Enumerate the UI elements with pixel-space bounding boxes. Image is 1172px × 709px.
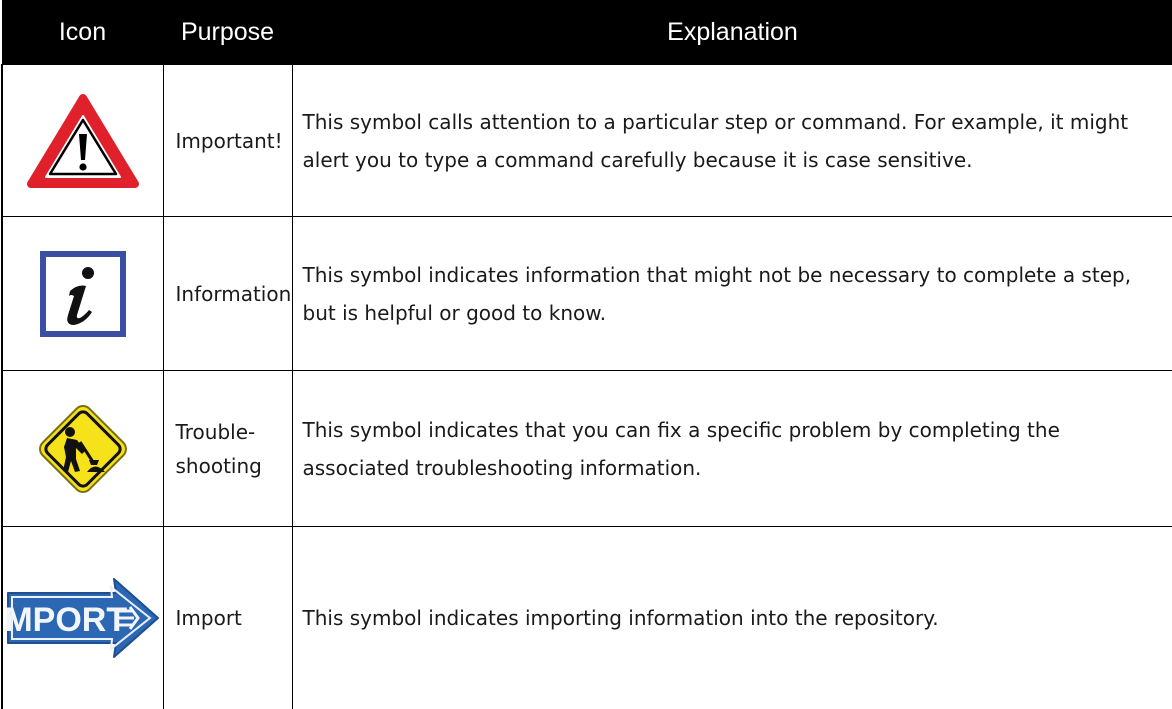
header-purpose: Purpose — [163, 0, 292, 65]
explanation-cell: This symbol indicates that you can fix a… — [292, 371, 1172, 527]
explanation-cell: This symbol indicates information that m… — [292, 217, 1172, 371]
purpose-cell: Trouble-shooting — [163, 371, 292, 527]
icon-cell: IMPORT — [2, 527, 163, 709]
explanation-cell: This symbol indicates importing informat… — [292, 527, 1172, 709]
import-arrow-text: IMPORT — [6, 601, 127, 639]
warning-triangle-icon — [27, 92, 139, 190]
table-row: Important! This symbol calls attention t… — [2, 65, 1172, 217]
purpose-cell: Important! — [163, 65, 292, 217]
icon-cell — [2, 65, 163, 217]
header-icon: Icon — [2, 0, 163, 65]
information-icon — [40, 251, 126, 337]
troubleshooting-worker-icon — [33, 399, 133, 499]
icon-cell — [2, 217, 163, 371]
purpose-cell: Import — [163, 527, 292, 709]
import-arrow-icon: IMPORT — [6, 575, 160, 661]
icon-cell — [2, 371, 163, 527]
table-row: Trouble-shooting This symbol indicates t… — [2, 371, 1172, 527]
table-header-row: Icon Purpose Explanation — [2, 0, 1172, 65]
purpose-cell: Information — [163, 217, 292, 371]
table-row: Information This symbol indicates inform… — [2, 217, 1172, 371]
header-explanation: Explanation — [292, 0, 1172, 65]
table-row: IMPORT Import This symbol indicates impo… — [2, 527, 1172, 709]
explanation-cell: This symbol calls attention to a particu… — [292, 65, 1172, 217]
